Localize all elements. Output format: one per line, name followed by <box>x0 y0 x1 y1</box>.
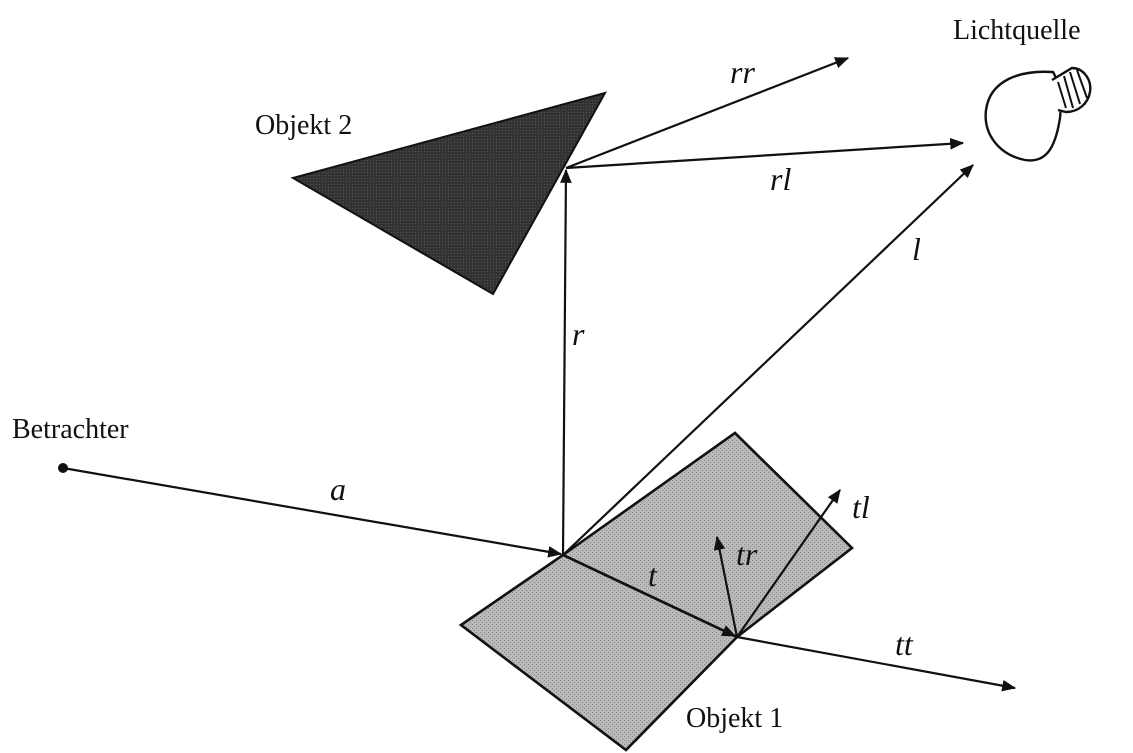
light-bulb-icon <box>984 66 1092 162</box>
ray-l <box>562 164 974 556</box>
ray-rl <box>565 137 965 170</box>
viewer-label: Betrachter <box>12 414 129 445</box>
object2-triangle <box>290 91 608 296</box>
ray-t <box>562 554 737 637</box>
light-source-label: Lichtquelle <box>953 15 1081 46</box>
ray-rr <box>565 56 850 170</box>
object2-label: Objekt 2 <box>255 110 352 141</box>
ray-tt <box>736 635 1017 692</box>
ray-r-label: r <box>572 316 585 352</box>
ray-a <box>62 466 563 558</box>
ray-a-label: a <box>330 471 346 507</box>
ray-rl-label: rl <box>770 161 791 197</box>
ray-tr-label: tr <box>736 536 758 572</box>
ray-tr <box>713 535 739 638</box>
ray-r <box>560 168 572 556</box>
object1-label: Objekt 1 <box>686 703 783 734</box>
ray-tt-label: tt <box>895 626 914 662</box>
ray-t-label: t <box>648 557 658 593</box>
ray-tl <box>736 489 841 638</box>
ray-l-label: l <box>912 231 921 267</box>
ray-rr-label: rr <box>730 54 755 90</box>
ray-tl-label: tl <box>852 489 870 525</box>
